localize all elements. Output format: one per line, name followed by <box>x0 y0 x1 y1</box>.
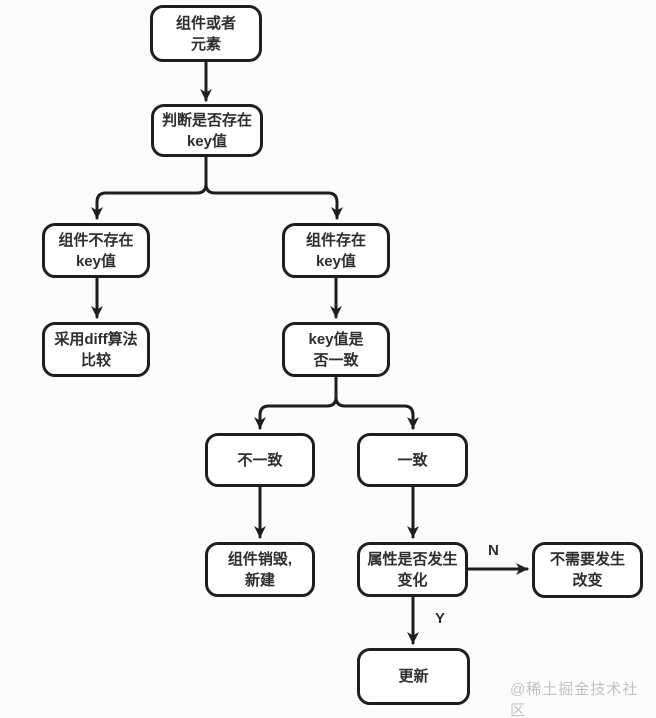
edge-label-y: Y <box>435 610 446 627</box>
node-key-consistent-check: key值是 否一致 <box>282 322 390 377</box>
node-no-key: 组件不存在 key值 <box>42 223 150 278</box>
node-update: 更新 <box>357 648 470 705</box>
edge-key-consistent-to-consistent <box>334 375 419 430</box>
node-consistent: 一致 <box>357 433 468 487</box>
node-component-or-element: 组件或者 元素 <box>150 5 262 62</box>
node-destroy-recreate: 组件销毁, 新建 <box>205 542 315 597</box>
node-no-change-needed: 不需要发生 改变 <box>532 542 643 598</box>
node-inconsistent: 不一致 <box>205 433 315 487</box>
edge-key-consistent-to-inconsistent <box>254 375 338 430</box>
watermark-juejin: @稀土掘金技术社区 <box>510 681 639 718</box>
edge-check-key-to-no-key <box>91 155 208 220</box>
node-attr-changed-check: 属性是否发生 变化 <box>357 542 468 597</box>
edge-check-key-to-has-key <box>204 155 343 220</box>
node-diff-compare: 采用diff算法 比较 <box>42 322 150 377</box>
edge-label-n: N <box>488 542 499 559</box>
node-has-key: 组件存在 key值 <box>282 223 390 278</box>
node-check-key-exists: 判断是否存在 key值 <box>151 104 263 157</box>
